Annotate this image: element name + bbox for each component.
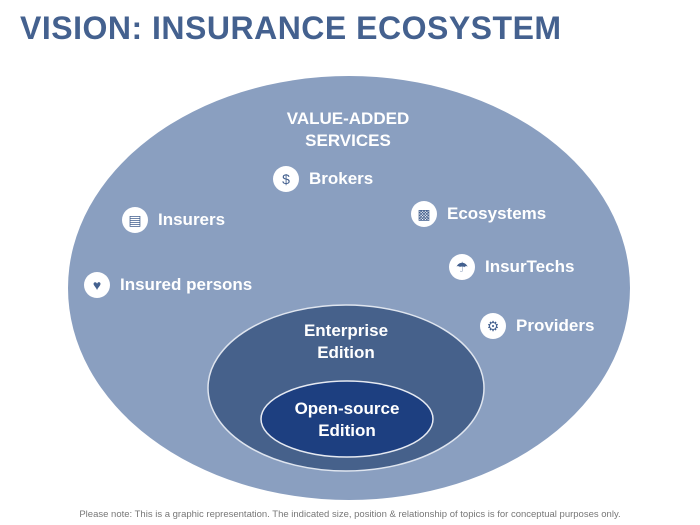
- label-line: Edition: [318, 421, 376, 440]
- page-title: VISION: INSURANCE ECOSYSTEM: [20, 10, 562, 46]
- label-line: Enterprise: [303, 321, 389, 340]
- label-line: Open-source: [294, 399, 400, 418]
- item-label: Ecosystems: [447, 204, 547, 223]
- item-label: Insured persons: [120, 275, 253, 294]
- open-source-edition-ellipse: [260, 380, 434, 458]
- item-label: Brokers: [309, 169, 374, 188]
- item-providers: ⚙ Providers: [480, 313, 594, 339]
- hand-coin-icon: $: [273, 166, 299, 192]
- item-brokers: $ Brokers: [273, 166, 373, 192]
- item-label: Providers: [516, 316, 595, 335]
- document-certificate-icon: ▤: [122, 207, 148, 233]
- label-line: Edition: [317, 343, 375, 362]
- label-line: SERVICES: [305, 131, 391, 150]
- item-insured-persons: ♥ Insured persons: [84, 272, 252, 298]
- item-label: InsurTechs: [485, 257, 575, 276]
- enterprise-edition-label: Enterprise Edition: [266, 320, 426, 364]
- open-source-edition-label: Open-source Edition: [267, 398, 427, 442]
- item-ecosystems: ▩ Ecosystems: [411, 201, 546, 227]
- heart-icon: ♥: [84, 272, 110, 298]
- network-gear-icon: ▩: [411, 201, 437, 227]
- item-insurtechs: ☂ InsurTechs: [449, 254, 574, 280]
- item-label: Insurers: [158, 210, 226, 229]
- label-line: VALUE-ADDED: [286, 109, 410, 128]
- disclaimer-note: Please note: This is a graphic represent…: [79, 509, 621, 520]
- gears-icon: ⚙: [480, 313, 506, 339]
- umbrella-icon: ☂: [449, 254, 475, 280]
- item-insurers: ▤ Insurers: [122, 207, 225, 233]
- value-added-services-label: VALUE-ADDED SERVICES: [250, 108, 446, 152]
